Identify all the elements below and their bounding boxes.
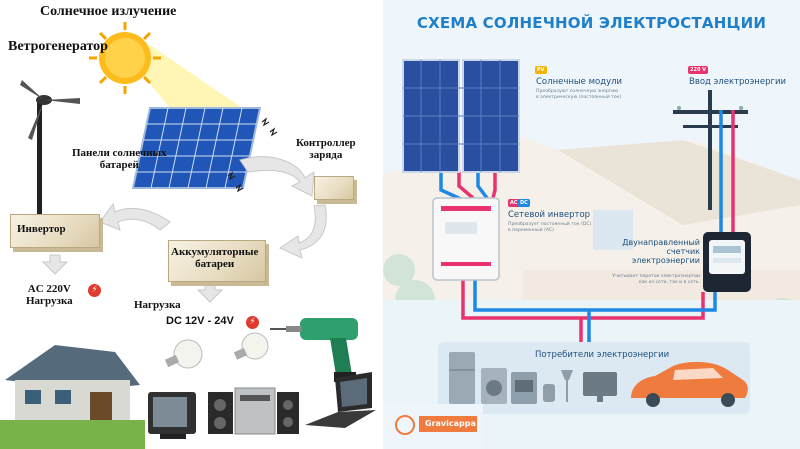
power-input-label: Ввод электроэнергии: [689, 77, 786, 87]
wind-generator-label: Ветрогенератор: [8, 39, 108, 54]
meter-desc: Учитывает переток электроэнергии как из …: [612, 274, 700, 285]
washing-machine-icon: [481, 368, 507, 404]
electric-car-icon: [631, 361, 748, 407]
solar-radiation-label: Солнечное излучение: [40, 4, 177, 19]
inverter-box: Инвертор: [10, 214, 100, 248]
ac-tag: AC: [508, 199, 520, 207]
light-bulb-icon: [233, 332, 269, 360]
page-title: СХЕМА СОЛНЕЧНОЙ ЭЛЕКТРОСТАНЦИИ: [416, 14, 767, 32]
tv-icon: [148, 392, 196, 439]
grid-inverter-desc: Преобразует постоянный ток (DC) в переме…: [508, 222, 592, 233]
lamp-icon: [561, 370, 573, 402]
light-bulb-icon: [164, 339, 203, 369]
gravicappa-logo-icon: [383, 404, 483, 449]
stereo-icon: [208, 387, 299, 435]
oven-icon: [511, 372, 537, 404]
grid-inverter-label: Сетевой инвертор: [508, 210, 591, 220]
bidirectional-meter-label: Двунаправленный счетчик электроэнергии: [622, 238, 700, 266]
grid-tied-system-diagram: СХЕМА СОЛНЕЧНОЙ ЭЛЕКТРОСТАНЦИИ PV Солнеч…: [383, 0, 800, 449]
v220-tag: 220 V: [688, 66, 709, 74]
drill-icon: [270, 318, 358, 382]
lightning-icon: ⚡: [88, 284, 101, 297]
fridge-icon: [449, 352, 475, 404]
house-icon: [0, 345, 145, 449]
brand-label: Gravicappa: [425, 419, 476, 428]
wires: [439, 110, 735, 342]
ac-load-label: AC 220V Нагрузка: [26, 283, 73, 307]
battery-box: Аккумуляторные батареи: [168, 240, 266, 282]
bidirectional-meter-icon: [703, 232, 751, 292]
background-art: [0, 22, 376, 449]
solar-panel-icon: [131, 107, 262, 189]
load-label: Нагрузка: [134, 299, 181, 311]
wind-turbine-icon: [20, 80, 80, 220]
dc-tag: DC: [518, 199, 530, 207]
divider: [380, 0, 383, 449]
charge-controller-box: [314, 176, 354, 200]
laptop-icon: [305, 372, 376, 428]
solar-panels-label: Панели солнечных батарей: [72, 147, 167, 171]
solar-modules-desc: Преобразуют солнечную энергию в электрич…: [536, 89, 622, 100]
charge-controller-label: Контроллер заряда: [296, 137, 356, 161]
tv-icon: [583, 372, 617, 402]
flow-arrows: [41, 156, 327, 303]
energy-marks: [227, 117, 278, 193]
dc-label: DC 12V - 24V: [166, 315, 234, 327]
background-art: [383, 59, 800, 449]
solar-modules-icon: [402, 59, 520, 173]
inverter-label: Инвертор: [17, 223, 66, 235]
lightning-icon: ⚡: [246, 316, 259, 329]
sun-icon: [89, 22, 161, 94]
batteries-label: Аккумуляторные батареи: [171, 246, 259, 270]
solar-modules-label: Солнечные модули: [536, 77, 623, 87]
kettle-icon: [543, 384, 555, 402]
consumers-label: Потребители электроэнергии: [535, 350, 670, 360]
power-pole-icon: [673, 90, 748, 210]
pv-tag: PV: [535, 66, 547, 74]
inverter-icon: [432, 197, 500, 281]
autonomous-system-diagram: Солнечное излучение Ветрогенератор Панел…: [0, 0, 380, 449]
